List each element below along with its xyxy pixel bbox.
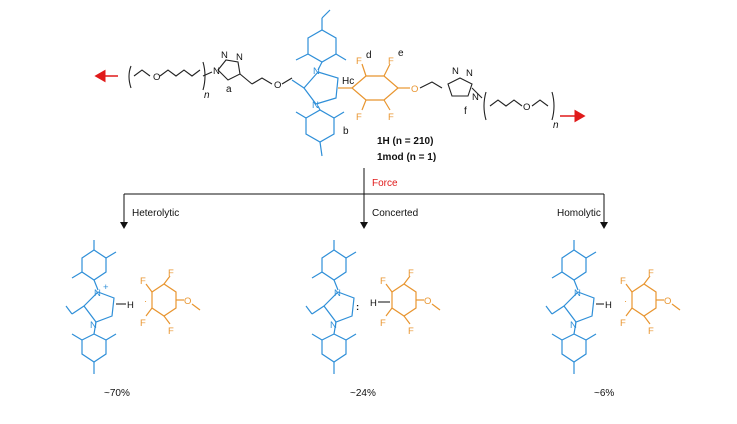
product-homolytic: N N · H F F F F · O ~6% [545,240,681,399]
atom-H: H [605,300,612,311]
yield-homolytic: ~6% [594,388,614,399]
imidazolinyl-radical [545,240,597,374]
atom-H: H [370,298,377,309]
atom-F: F [168,268,174,279]
imidazolinium [65,240,117,374]
mesityl-groups [291,9,347,157]
atom-N: N [570,320,577,331]
atom-H: H [127,300,134,311]
tetrafluoroaryl [338,63,410,111]
bond [281,77,293,85]
atom-F: F [388,56,394,67]
site-label-e: e [398,48,404,59]
radical-dot: · [592,298,595,309]
repeat-n-right: n [553,120,559,131]
force-label: Force [372,178,398,189]
atom-F: F [356,112,362,123]
carbene-lone-pair: : [356,302,359,313]
yield-concerted: ~24% [350,388,376,399]
atom-N: N [90,320,97,331]
atom-N: N [574,288,581,299]
site-label-b: b [343,126,349,137]
atom-F: F [356,56,362,67]
atom-N: N [466,68,473,79]
site-label-f: f [464,106,467,117]
pathway-concerted-label: Concerted [372,208,418,219]
atom-N: N [221,50,228,61]
pathway-homolytic-label: Homolytic [557,208,601,219]
atom-O: O [274,80,281,91]
atom-O: O [424,296,431,307]
site-label-d: d [366,50,372,61]
atom-O: O [184,296,191,307]
atom-N: N [330,320,337,331]
atom-F: F [140,276,146,287]
atom-F: F [140,318,146,329]
atom-F: F [648,268,654,279]
atom-N: N [94,288,101,299]
aryl-fragment [145,275,201,325]
atom-N: N [313,66,320,77]
atom-F: F [380,276,386,287]
yield-heterolytic: ~70% [104,388,130,399]
product-heterolytic: H N + N F F F F · O ~70% [65,240,201,399]
aryl-radical [625,275,681,325]
atom-O: O [523,102,530,113]
carbene [305,240,357,374]
aryl-fragment [385,275,441,325]
atom-N: N [236,52,243,63]
product-concerted: N N : H F F F F O ~24% [305,240,441,399]
atom-F: F [408,326,414,337]
atom-O: O [664,296,671,307]
radical-dot: · [624,296,627,307]
atom-O: O [411,84,418,95]
peg-chain-left [128,61,213,91]
atom-F: F [168,326,174,337]
atom-N: N [334,288,341,299]
atom-F: F [620,276,626,287]
atom-N: N [312,100,319,111]
triazole-right [419,77,555,121]
compound-label-1mod: 1mod (n = 1) [377,152,436,163]
atom-F: F [408,268,414,279]
atom-F: F [648,326,654,337]
charge-anion: · [144,296,147,307]
triazole-left [217,59,273,85]
compound-label-1h: 1H (n = 210) [377,136,433,147]
atom-O: O [153,72,160,83]
pathway-heterolytic-label: Heterolytic [132,208,179,219]
atom-N: N [213,66,220,77]
charge-plus: + [103,282,109,293]
atom-F: F [380,318,386,329]
atom-F: F [620,318,626,329]
site-label-a: a [226,84,232,95]
atom-N: N [472,92,479,103]
repeat-n-left: n [204,90,210,101]
atom-N: N [452,66,459,77]
site-label-hc: Hc [342,76,354,87]
branching-arrows: Force Heterolytic Concerted Homolytic [120,168,608,229]
polymer-mechanophore: O n N N N a O [94,9,586,163]
atom-F: F [388,112,394,123]
